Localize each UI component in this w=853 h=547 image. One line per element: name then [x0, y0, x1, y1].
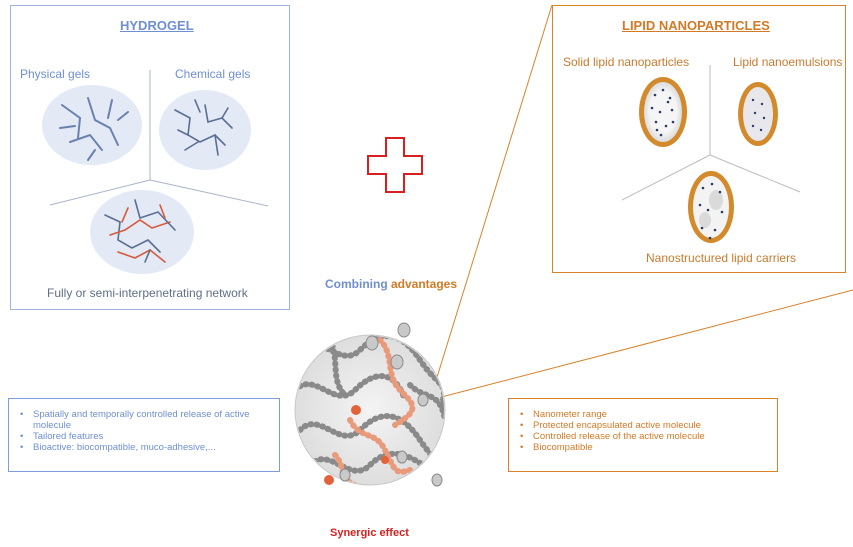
chemical-gel-icon	[159, 90, 251, 170]
sln-label: Solid lipid nanoparticles	[563, 55, 690, 69]
combining-word: Combining	[325, 277, 388, 291]
synergic-effect-label: Synergic effect	[330, 527, 409, 539]
hydrogel-advantages-box: Spatially and temporally controlled rele…	[8, 398, 280, 472]
nanoemulsion-label: Lipid nanoemulsions	[733, 55, 843, 69]
advantages-word: advantages	[391, 277, 458, 291]
plus-icon	[367, 137, 423, 193]
zoom-lines	[429, 4, 853, 401]
solid-lipid-nanoparticle-icon	[639, 77, 687, 147]
combined-network-illustration	[294, 322, 446, 487]
lipid-nanoemulsion-icon	[738, 82, 778, 146]
nlc-label: Nanostructured lipid carriers	[646, 251, 797, 265]
lipid-nanoparticles-panel	[552, 5, 846, 273]
hydrogel-advantage-item: Bioactive: biocompatible, muco-adhesive,…	[9, 442, 279, 453]
physical-gel-icon	[42, 85, 142, 165]
lipid-advantage-item: Protected encapsulated active molecule	[509, 420, 777, 431]
hydrogel-dividers	[49, 70, 269, 207]
lipid-dividers	[621, 65, 801, 201]
network-gel-icon	[90, 190, 194, 274]
hydrogel-title: HYDROGEL	[120, 18, 194, 33]
hydrogel-advantage-item: Spatially and temporally controlled rele…	[9, 409, 279, 431]
lipid-title: LIPID NANOPARTICLES	[622, 18, 770, 33]
chemical-gels-label: Chemical gels	[175, 67, 251, 81]
hydrogel-advantage-item: Tailored features	[9, 431, 279, 442]
lipid-advantage-item: Controlled release of the active molecul…	[509, 431, 777, 442]
nanostructured-lipid-carrier-icon	[688, 171, 734, 243]
lipid-advantage-item: Nanometer range	[509, 409, 777, 420]
physical-gels-label: Physical gels	[20, 67, 91, 81]
lipid-advantage-item: Biocompatible	[509, 442, 777, 453]
combining-advantages-heading: Combining advantages	[325, 277, 457, 291]
lipid-advantages-box: Nanometer range Protected encapsulated a…	[508, 398, 778, 472]
network-label: Fully or semi-interpenetrating network	[47, 286, 248, 300]
hydrogel-panel	[10, 5, 290, 310]
